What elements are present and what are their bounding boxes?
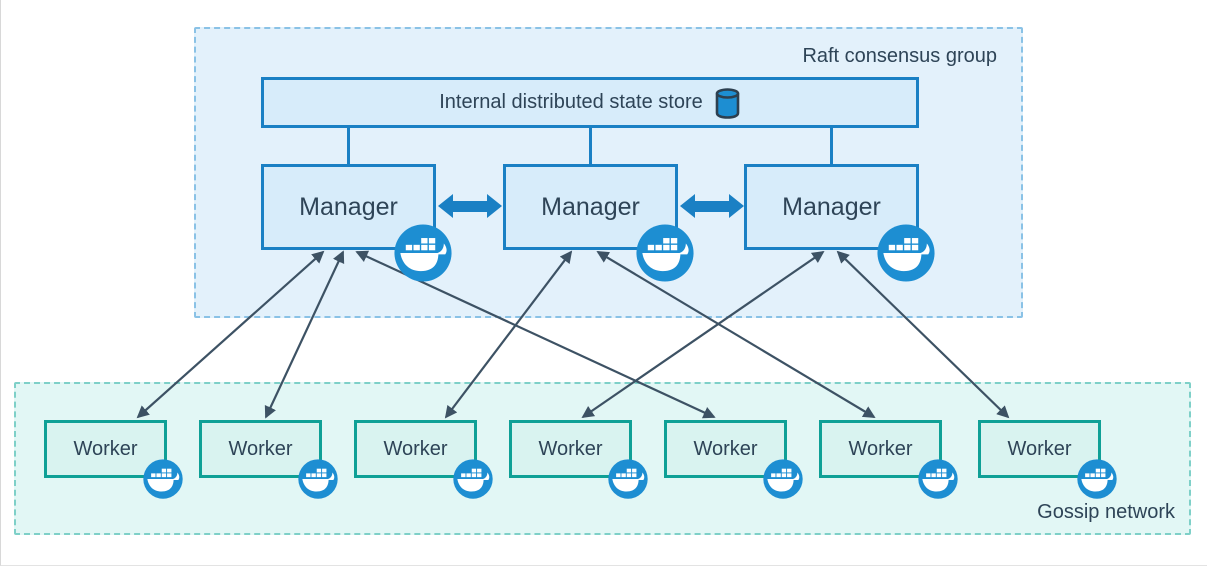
manager-label: Manager <box>299 192 398 221</box>
docker-whale-icon <box>608 459 648 499</box>
docker-whale-icon <box>763 459 803 499</box>
manager-label: Manager <box>782 192 881 221</box>
raft-group-label: Raft consensus group <box>802 45 997 67</box>
worker-label: Worker <box>383 437 448 460</box>
docker-whale-icon <box>918 459 958 499</box>
worker-label: Worker <box>73 437 138 460</box>
worker-label: Worker <box>693 437 758 460</box>
docker-whale-icon <box>298 459 338 499</box>
worker-node-3: Worker <box>354 420 477 478</box>
docker-whale-icon <box>877 224 935 282</box>
manager-sync-arrow-1 <box>438 194 502 218</box>
manager-sync-arrow-2 <box>680 194 744 218</box>
worker-label: Worker <box>228 437 293 460</box>
docker-whale-icon <box>636 224 694 282</box>
worker-label: Worker <box>538 437 603 460</box>
worker-node-5: Worker <box>664 420 787 478</box>
worker-label: Worker <box>1007 437 1072 460</box>
worker-label: Worker <box>848 437 913 460</box>
docker-whale-icon <box>394 224 452 282</box>
state-store-bar: Internal distributed state store <box>261 77 919 128</box>
docker-whale-icon <box>143 459 183 499</box>
manager-label: Manager <box>541 192 640 221</box>
store-manager-connector-1 <box>347 127 350 165</box>
database-cylinder-icon <box>714 88 741 119</box>
gossip-network-label: Gossip network <box>1037 501 1175 523</box>
docker-whale-icon <box>1077 459 1117 499</box>
store-manager-connector-3 <box>830 127 833 165</box>
manager-node-2: Manager <box>503 164 678 250</box>
docker-whale-icon <box>453 459 493 499</box>
worker-node-2: Worker <box>199 420 322 478</box>
store-manager-connector-2 <box>589 127 592 165</box>
state-store-label: Internal distributed state store <box>439 91 703 113</box>
